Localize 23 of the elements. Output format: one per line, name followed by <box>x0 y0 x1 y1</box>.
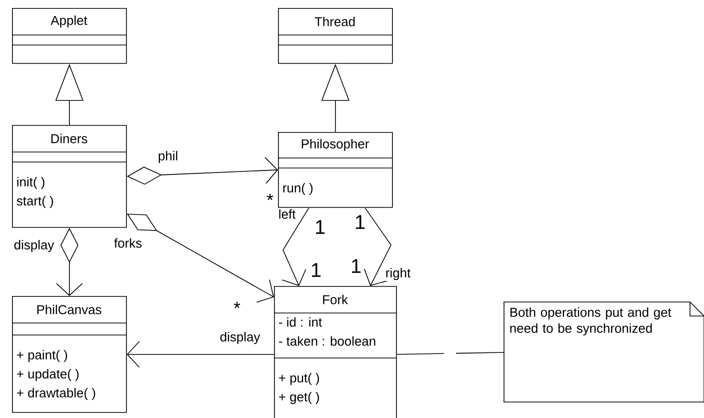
class-box: Philosopher run( ) <box>278 132 393 208</box>
edge-label: right <box>384 266 412 282</box>
class-box: Diners init( ) start( ) <box>12 125 127 228</box>
multiplicity-label: * <box>232 300 242 316</box>
class-box: Applet <box>12 8 127 64</box>
class-box: Fork - id : int - taken : boolean + put( ) + get( ) <box>274 286 397 418</box>
multiplicity-label: 1 <box>313 219 327 235</box>
arrow <box>364 207 392 286</box>
edge-label: forks <box>112 237 144 249</box>
edge-label: display <box>12 238 56 254</box>
arrow <box>126 341 274 368</box>
multiplicity-label: * <box>266 192 274 208</box>
class-box: Thread <box>278 8 393 64</box>
arrow <box>282 207 310 286</box>
multiplicity-label: 1 <box>309 262 323 278</box>
class-box: PhilCanvas + paint( ) + update( ) + drawtable( ) <box>12 296 127 413</box>
note-box: Both operations put and get need to be synchronized <box>504 302 704 402</box>
multiplicity-label: 1 <box>349 258 363 274</box>
association-line <box>396 352 504 355</box>
edge-label: phil <box>156 150 180 164</box>
multiplicity-label: 1 <box>353 214 367 230</box>
edge-label: display <box>218 330 262 346</box>
edge-label: left <box>277 208 297 220</box>
